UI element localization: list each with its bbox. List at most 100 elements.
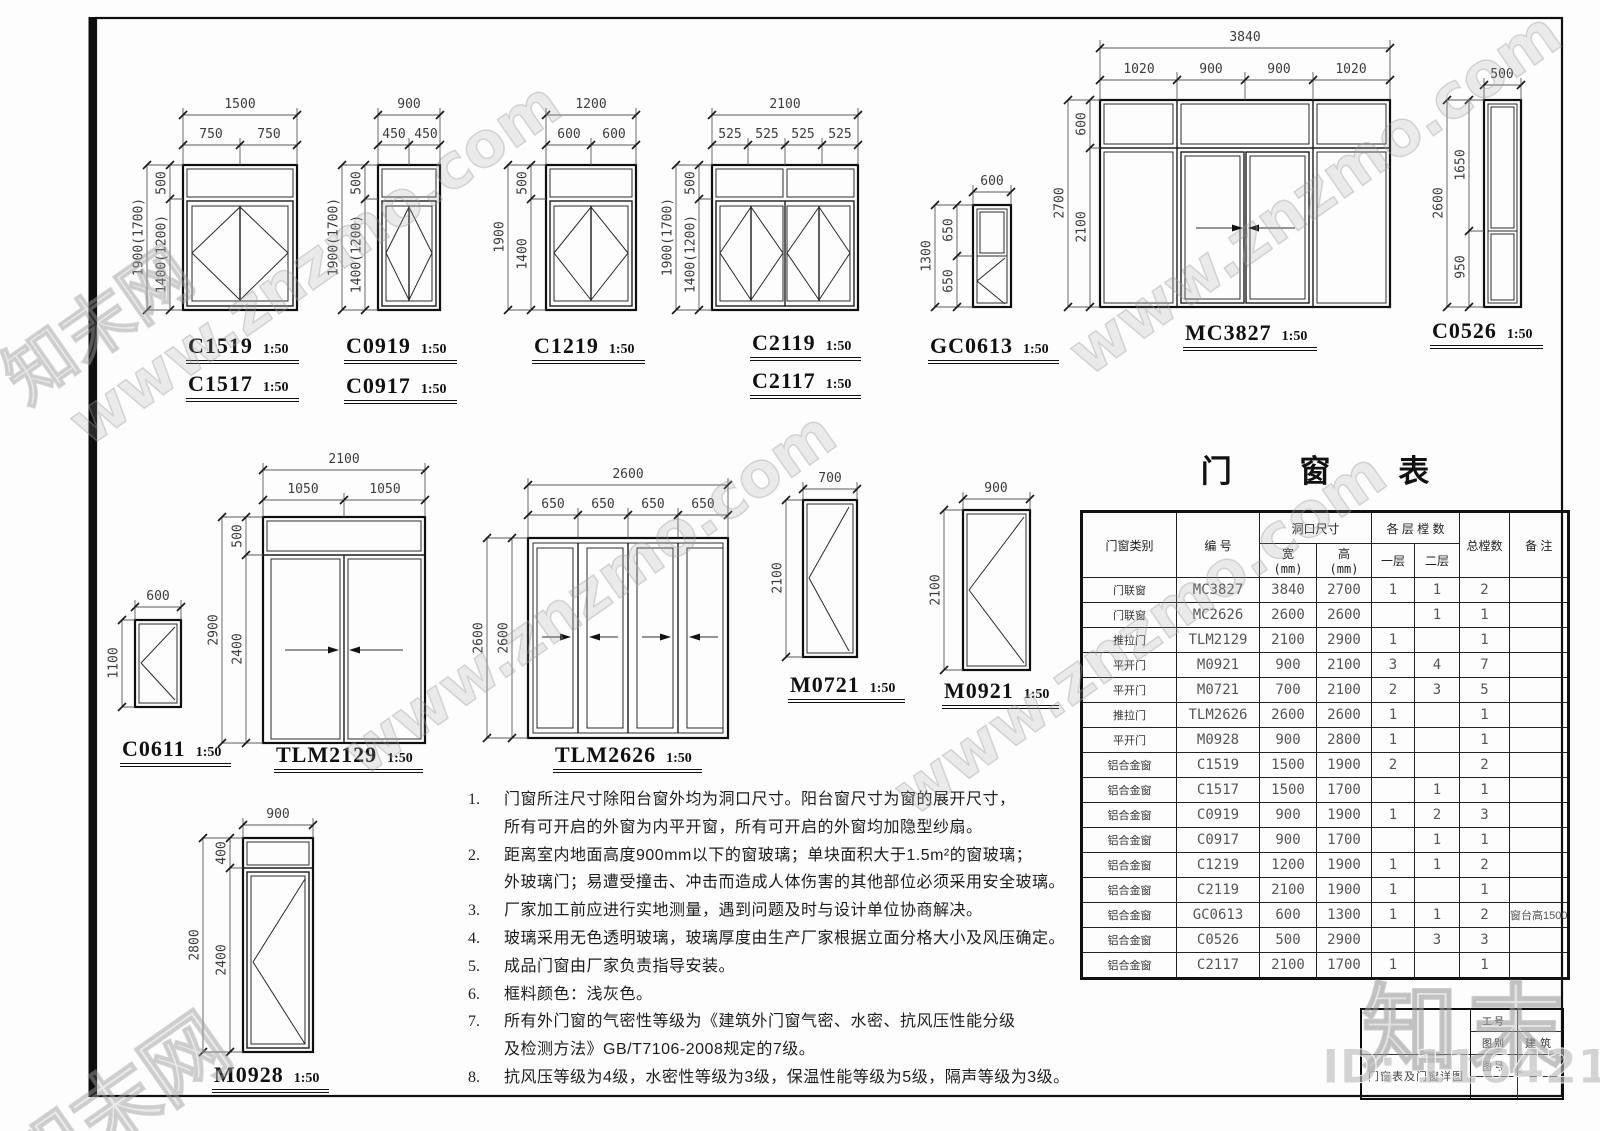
label-code: C1519 xyxy=(188,333,253,358)
note-text: 距离室内地面高度900mm以下的窗玻璃；单块面积大于1.5m²的窗玻璃； xyxy=(504,846,1033,864)
cell-floor1 xyxy=(1371,927,1415,953)
table-row: 推拉门 TLM2626 2600 2600 1 1 xyxy=(1081,702,1570,728)
cell-type: 铝合金窗 xyxy=(1081,952,1177,979)
table-row: 铝合金窗 C0917 900 1700 1 1 xyxy=(1081,827,1570,853)
table-row: 铝合金窗 C0526 500 2900 3 3 xyxy=(1081,927,1570,953)
cell-floor2 xyxy=(1414,727,1460,753)
cell-floor1: 1 xyxy=(1371,802,1415,828)
cell-remark xyxy=(1508,877,1570,903)
cell-height: 2800 xyxy=(1316,727,1372,753)
cell-code: C0919 xyxy=(1176,802,1260,828)
dim-text: 500 xyxy=(515,171,531,195)
dim-text: 2700 xyxy=(1052,187,1068,219)
elevation-c2119 xyxy=(671,108,863,315)
cell-type: 平开门 xyxy=(1081,727,1177,753)
table-row: 铝合金窗 C2119 2100 1900 1 1 xyxy=(1081,877,1570,903)
label-scale: 1:50 xyxy=(262,380,289,395)
cell-floor2: 3 xyxy=(1414,677,1460,703)
table-row: 推拉门 TLM2129 2100 2900 1 1 xyxy=(1081,627,1570,653)
note-number: 1. xyxy=(468,791,480,808)
note-line: 7. 所有外门窗的气密性等级为《建筑外门窗气密、水密、抗风压性能分级 xyxy=(468,1008,1068,1036)
note-line: 6. 框料颜色：浅灰色。 xyxy=(468,981,1068,1009)
cell-code: TLM2626 xyxy=(1176,702,1260,728)
dim-text: 1300 xyxy=(919,240,935,272)
tb-row-category: 图别建筑 xyxy=(1471,1032,1562,1055)
label-code: M0721 xyxy=(790,672,860,697)
note-text: 所有外门窗的气密性等级为《建筑外门窗气密、水密、抗风压性能分级 xyxy=(504,1013,1016,1031)
dim-text: 1050 xyxy=(287,482,319,497)
label-code: MC3827 xyxy=(1185,320,1272,345)
elevation-mc3827 xyxy=(1063,40,1395,312)
tb-row-job: 工号 xyxy=(1471,1010,1562,1033)
table-row: 平开门 M0928 900 2800 1 1 xyxy=(1081,727,1570,753)
elevation-tlm2129 xyxy=(217,463,430,748)
table-row: 平开门 M0721 700 2100 2 3 5 xyxy=(1081,677,1570,703)
tb-extra-label xyxy=(1471,1076,1518,1098)
dim-text: 1650 xyxy=(1453,149,1469,181)
cell-floor1: 1 xyxy=(1371,702,1415,728)
cell-type: 铝合金窗 xyxy=(1081,902,1177,928)
table-row: 铝合金窗 C1519 1500 1900 2 2 xyxy=(1081,752,1570,778)
cell-floor1: 2 xyxy=(1371,677,1415,703)
note-number: 5. xyxy=(468,957,480,975)
dim-text: 2600 xyxy=(471,622,487,654)
dim-text: 1900 xyxy=(492,221,508,253)
cell-remark xyxy=(1508,602,1570,628)
cell-floor2: 1 xyxy=(1414,902,1460,928)
dim-text: 525 xyxy=(791,127,815,142)
tb-drawing-title: 门窗表及门窗详图 xyxy=(1362,1055,1470,1099)
note-number: 7. xyxy=(468,1013,480,1031)
cell-floor1 xyxy=(1371,777,1415,803)
cell-width: 700 xyxy=(1259,677,1317,703)
cell-code: M0721 xyxy=(1176,677,1260,703)
label-code: M0921 xyxy=(944,678,1014,703)
schedule-title: 门 窗 表 xyxy=(1200,454,1460,489)
header-w: 宽 xyxy=(1281,547,1294,561)
note-text: 抗风压等级为4级，水密性等级为3级，保温性能等级为5级，隔声等级为3级。 xyxy=(504,1068,1070,1086)
note-line: 所有可开启的外窗为内平开窗，所有可开启的外窗均加隐型纱扇。 xyxy=(468,814,1068,842)
cell-width: 2100 xyxy=(1259,877,1317,903)
cell-total: 7 xyxy=(1459,652,1510,678)
dim-text: 400 xyxy=(214,841,230,865)
dim-text: 2100 xyxy=(328,452,360,467)
cell-floor2: 1 xyxy=(1414,577,1460,603)
label-code: C1219 xyxy=(534,333,599,358)
cell-remark xyxy=(1508,952,1570,979)
dim-text: 450 xyxy=(414,127,438,142)
cell-floor1: 1 xyxy=(1371,627,1415,653)
dim-text: 1400(1200) xyxy=(683,214,699,294)
dim-text: 650 xyxy=(941,218,957,242)
note-text: 外玻璃门；易遭受撞击、冲击而造成人体伤害的其他部位必须采用安全玻璃。 xyxy=(504,874,1066,892)
label-code: M0928 xyxy=(214,1062,284,1087)
col-header-type: 门窗类别 xyxy=(1081,511,1177,578)
note-number: 8. xyxy=(468,1068,480,1086)
cell-remark xyxy=(1508,802,1570,828)
note-line: 2. 距离室内地面高度900mm以下的窗玻璃；单块面积大于1.5m²的窗玻璃； xyxy=(468,842,1068,870)
label-scale: 1:50 xyxy=(869,681,896,696)
dim-text: 1100 xyxy=(106,647,122,679)
cell-height: 1900 xyxy=(1316,752,1372,778)
cell-floor2 xyxy=(1414,702,1460,728)
label-code: C0611 xyxy=(122,736,186,761)
schedule-rows: 门联窗 MC3827 3840 2700 1 1 2 门联窗 MC2626 26… xyxy=(1081,577,1570,979)
notes: 1. 门窗所注尺寸除阳台窗外均为洞口尺寸。阳台窗尺寸为窗的展开尺寸， 所有可开启… xyxy=(468,786,1070,1092)
cell-floor1: 3 xyxy=(1371,652,1415,678)
cell-width: 600 xyxy=(1259,902,1317,928)
dim-text: 900 xyxy=(1267,62,1291,77)
col-header-width: 宽(mm) xyxy=(1259,543,1317,578)
col-header-opening: 洞口尺寸 xyxy=(1259,511,1372,544)
dim-text: 2400 xyxy=(230,633,246,665)
dim-text: 1900(1700) xyxy=(660,197,676,277)
cell-floor1: 1 xyxy=(1371,952,1415,979)
cell-code: MC3827 xyxy=(1176,577,1260,603)
cell-floor1: 1 xyxy=(1371,577,1415,603)
cell-height: 1700 xyxy=(1316,827,1372,853)
elevation-c0611 xyxy=(117,600,186,712)
elevation-c0526 xyxy=(1442,78,1526,312)
cell-width: 3840 xyxy=(1259,577,1317,603)
tb-row-number: 图号 xyxy=(1471,1054,1562,1077)
